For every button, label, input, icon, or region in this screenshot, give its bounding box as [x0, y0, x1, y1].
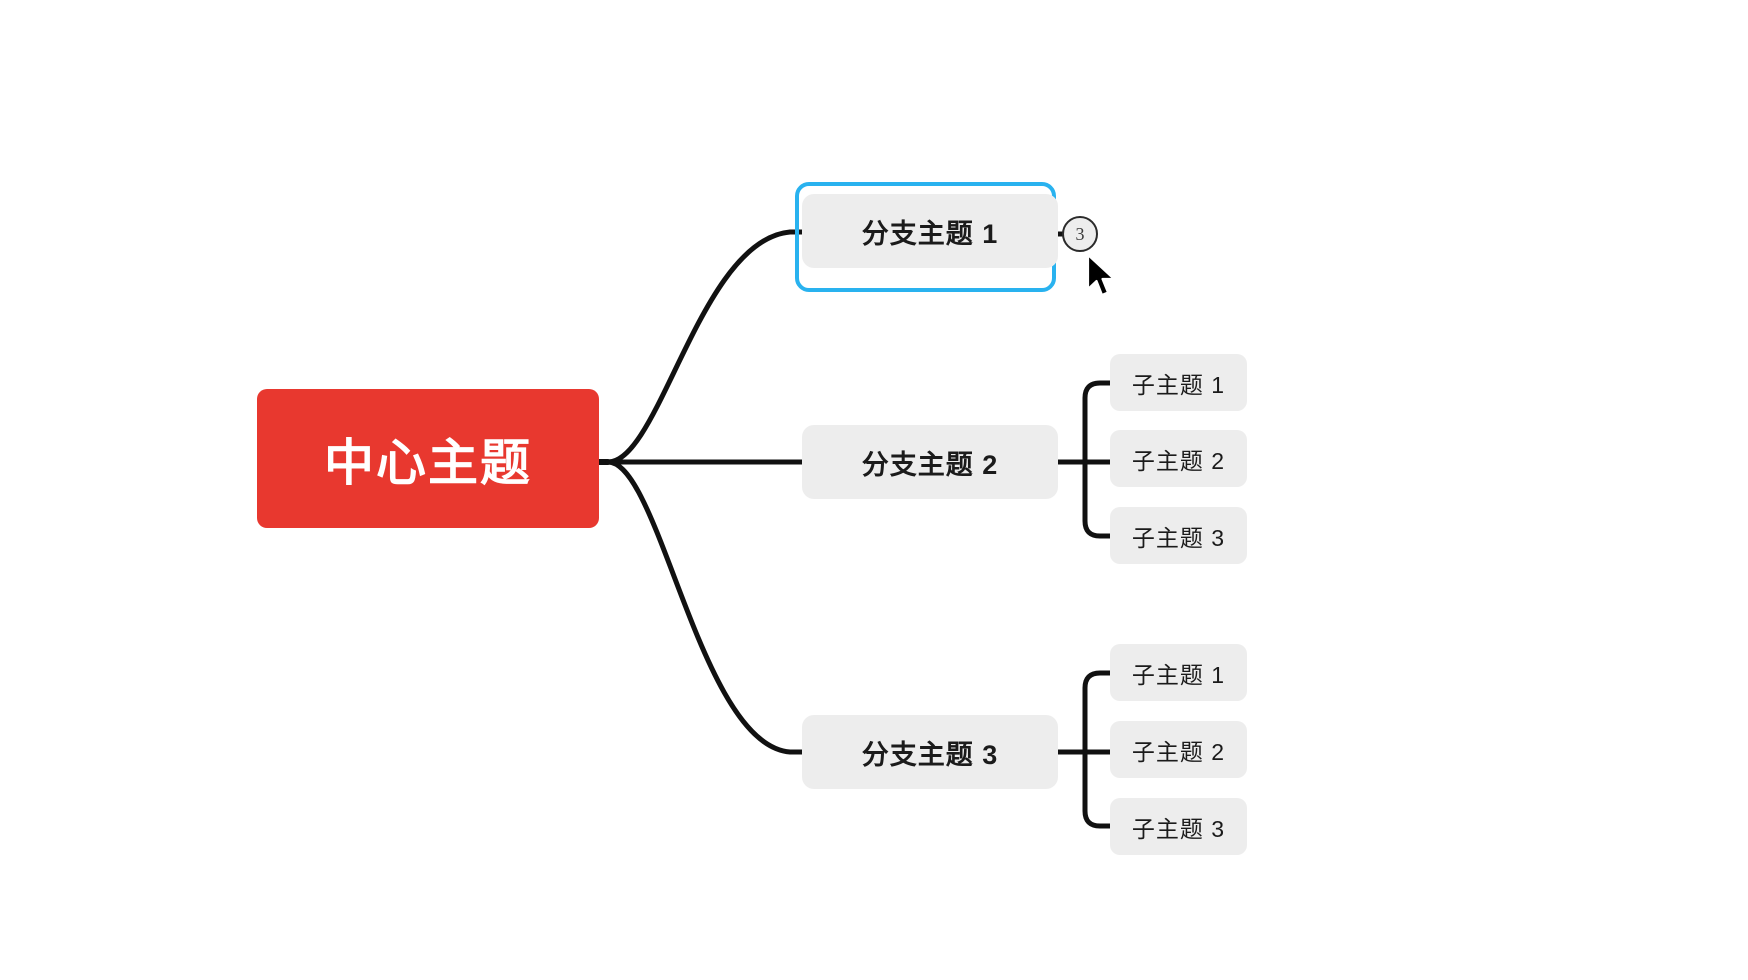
branch-topic-1-node[interactable]: 分支主题 1 — [802, 194, 1058, 268]
edge-root-to-branch-1 — [605, 229, 805, 465]
central-topic-node[interactable]: 中心主题 — [257, 389, 599, 528]
sub-topic-label-b3-2: 子主题 2 — [1131, 738, 1226, 765]
central-topic-label: 中心主题 — [324, 434, 532, 491]
branch-topic-1-label: 分支主题 1 — [861, 218, 999, 249]
sub-topic-label-b3-1: 子主题 1 — [1131, 661, 1226, 688]
sub-topic-label-b3-3: 子主题 3 — [1131, 815, 1226, 842]
branch-topic-2-node[interactable]: 分支主题 2 — [802, 425, 1058, 499]
edge-root-to-branch-3 — [605, 459, 805, 755]
sub-topic-node-b2-2[interactable]: 子主题 2 — [1110, 430, 1247, 487]
collapsed-children-count-value: 3 — [1075, 223, 1085, 244]
sub-topic-label-b2-1: 子主题 1 — [1131, 371, 1226, 398]
sub-topic-node-b3-2[interactable]: 子主题 2 — [1110, 721, 1247, 778]
sub-topic-node-b3-3[interactable]: 子主题 3 — [1110, 798, 1247, 855]
sub-topic-node-b3-1[interactable]: 子主题 1 — [1110, 644, 1247, 701]
edge-branch-3-to-child-3 — [1082, 749, 1113, 829]
collapsed-children-count-badge[interactable]: 3 — [1062, 216, 1098, 252]
edge-branch-3-to-child-1 — [1082, 670, 1113, 755]
arrow-pointer-icon — [1086, 254, 1116, 297]
sub-topic-label-b2-2: 子主题 2 — [1131, 447, 1226, 474]
branch-topic-3-node[interactable]: 分支主题 3 — [802, 715, 1058, 789]
sub-topic-node-b2-1[interactable]: 子主题 1 — [1110, 354, 1247, 411]
branch-topic-2-label: 分支主题 2 — [861, 449, 999, 480]
branch-topic-3-label: 分支主题 3 — [861, 739, 999, 770]
edge-branch-2-to-child-1 — [1082, 380, 1113, 465]
sub-topic-label-b2-3: 子主题 3 — [1131, 524, 1226, 551]
sub-topic-node-b2-3[interactable]: 子主题 3 — [1110, 507, 1247, 564]
edge-branch-2-to-child-3 — [1082, 459, 1113, 539]
